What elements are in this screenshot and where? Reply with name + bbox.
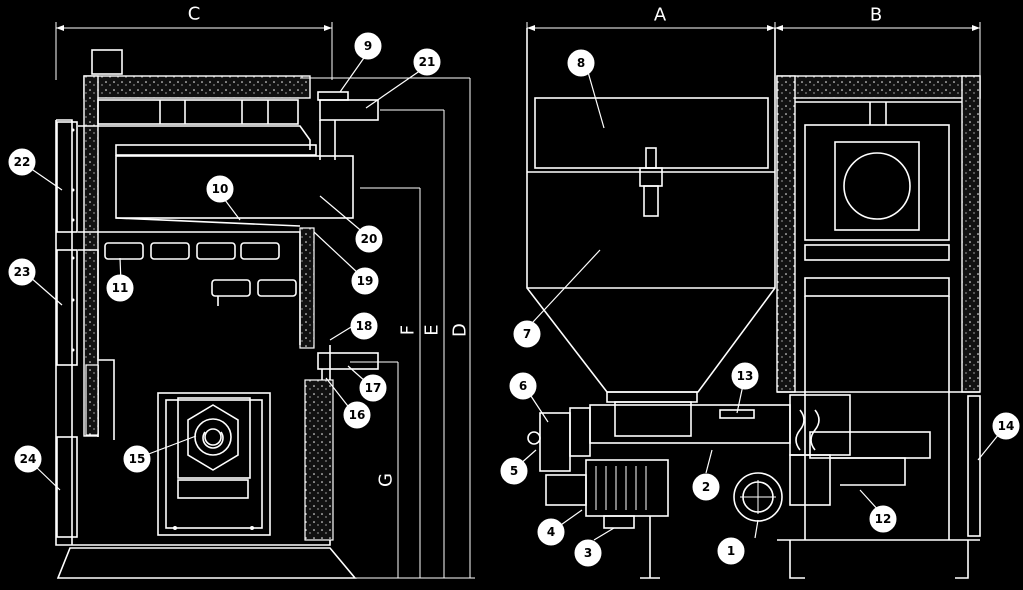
- svg-text:5: 5: [510, 464, 518, 478]
- callouts: 1 2 3 4 5 6 7 8 9 10 11 12 13 14 15 16 1…: [8, 32, 1020, 567]
- callout-5: 5: [500, 457, 528, 485]
- dim-label-g: G: [376, 473, 397, 487]
- callout-24: 24: [14, 445, 42, 473]
- callout-10: 10: [206, 175, 234, 203]
- callout-12: 12: [869, 505, 897, 533]
- svg-text:13: 13: [737, 369, 754, 383]
- svg-text:1: 1: [727, 544, 735, 558]
- svg-text:18: 18: [356, 319, 373, 333]
- svg-text:22: 22: [14, 155, 31, 169]
- callout-18: 18: [350, 312, 378, 340]
- svg-text:9: 9: [364, 39, 372, 53]
- callout-3: 3: [574, 539, 602, 567]
- svg-text:14: 14: [998, 419, 1015, 433]
- callout-2: 2: [692, 473, 720, 501]
- lower-door: [56, 436, 78, 538]
- callout-7: 7: [513, 320, 541, 348]
- svg-text:11: 11: [112, 281, 129, 295]
- side-view: C: [55, 4, 379, 579]
- dim-label-a: A: [654, 5, 667, 26]
- front-view: A B: [526, 5, 981, 579]
- vertical-dimensions: D E F G: [300, 77, 475, 579]
- svg-text:23: 23: [14, 265, 31, 279]
- callout-17: 17: [359, 374, 387, 402]
- callout-21: 21: [413, 48, 441, 76]
- upper-door: [56, 121, 78, 233]
- svg-text:21: 21: [419, 55, 436, 69]
- callout-4: 4: [537, 518, 565, 546]
- burner-assembly: [157, 392, 271, 536]
- dim-label-e: E: [422, 324, 443, 335]
- svg-text:6: 6: [519, 379, 527, 393]
- callout-6: 6: [509, 372, 537, 400]
- callout-11: 11: [106, 274, 134, 302]
- svg-text:24: 24: [20, 452, 37, 466]
- callout-16: 16: [343, 401, 371, 429]
- callout-13: 13: [731, 362, 759, 390]
- callout-23: 23: [8, 258, 36, 286]
- callout-22: 22: [8, 148, 36, 176]
- svg-text:15: 15: [129, 452, 146, 466]
- fire-tubes: [104, 242, 297, 306]
- middle-door: [56, 249, 78, 366]
- callout-8: 8: [567, 49, 595, 77]
- svg-text:8: 8: [577, 56, 585, 70]
- callout-1: 1: [717, 537, 745, 565]
- callout-9: 9: [354, 32, 382, 60]
- svg-text:4: 4: [547, 525, 555, 539]
- dim-label-f: F: [398, 325, 419, 335]
- control-box: [91, 49, 123, 75]
- svg-text:3: 3: [584, 546, 592, 560]
- callout-20: 20: [355, 225, 383, 253]
- svg-text:19: 19: [357, 274, 374, 288]
- dim-label-d: D: [450, 323, 471, 337]
- top-insulation: [83, 75, 311, 99]
- callout-14: 14: [992, 412, 1020, 440]
- dim-label-b: B: [870, 5, 882, 26]
- svg-text:16: 16: [349, 408, 366, 422]
- dimension-c: C: [55, 4, 333, 80]
- svg-text:2: 2: [702, 480, 710, 494]
- callout-19: 19: [351, 267, 379, 295]
- svg-text:10: 10: [212, 182, 229, 196]
- svg-text:12: 12: [875, 512, 892, 526]
- svg-text:20: 20: [361, 232, 378, 246]
- svg-text:7: 7: [523, 327, 531, 341]
- svg-text:17: 17: [365, 381, 382, 395]
- dim-label-c: C: [188, 4, 201, 25]
- callout-15: 15: [123, 445, 151, 473]
